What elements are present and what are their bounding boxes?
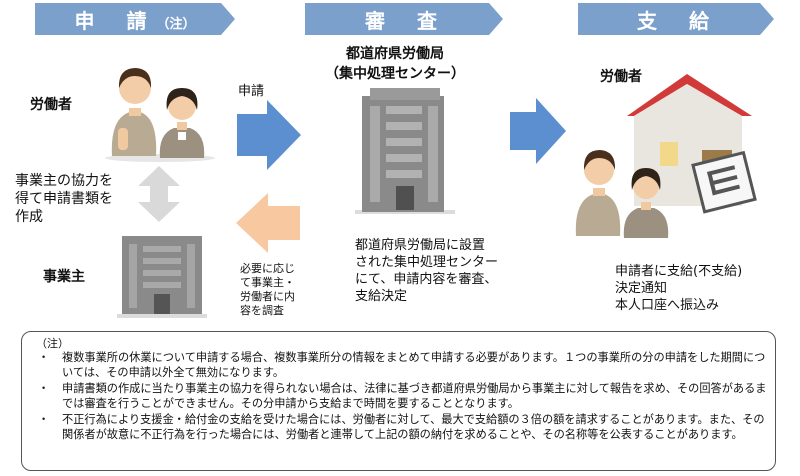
note-bullet: ・ (38, 382, 50, 395)
apply-arrow-label: 申請 (238, 84, 265, 99)
header-apply-ribbon (35, 3, 235, 35)
male-worker-figure (111, 68, 157, 156)
double-arrow-icon (138, 166, 180, 222)
notes-list: ・ 複数事業所の休業について申請する場合、複数事業所分の情報をまとめて申請する必… (32, 350, 767, 442)
header-review-label: 審 査 (365, 8, 443, 33)
header-review: 審 査 (305, 3, 503, 35)
payment-arrow-icon (510, 98, 566, 164)
left-worker-label: 労働者 (30, 97, 72, 113)
right-worker-label: 労働者 (600, 69, 642, 85)
office-building-icon (355, 88, 455, 214)
employer-label: 事業主 (43, 269, 85, 285)
note-item: ・ 複数事業所の休業について申請する場合、複数事業所分の情報をまとめて申請する必… (32, 350, 767, 380)
notice-document-icon (691, 150, 757, 214)
cooperation-text: 事業主の協力を 得て申請書類を 作成 (15, 173, 113, 225)
note-item: ・ 申請書類の作成に当たり事業主の協力を得られない場合は、法律に基づき都道府県労… (32, 381, 767, 411)
header-apply-label: 申 請 (74, 8, 153, 33)
office-description: 都道府県労働局に設置 された集中処理センター にて、申請内容を審査、 支給決定 (355, 238, 499, 304)
investigate-arrow-label: 必要に応じ て事業主・ 労働者に内 容を調査 (240, 262, 295, 317)
header-payment-ribbon (578, 3, 774, 35)
note-text: 複数事業所の休業について申請する場合、複数事業所分の情報をまとめて申請する必要が… (62, 351, 766, 379)
result-text: 申請者に支給(不支給) 決定通知 本人口座へ振込み (615, 264, 743, 313)
female-worker-figure (159, 88, 205, 158)
note-bullet: ・ (38, 413, 50, 426)
header-payment-label: 支 給 (637, 8, 715, 33)
note-text: 不正行為により支援金・給付金の支給を受けた場合には、労働者に対して、最大で支給額… (62, 413, 765, 441)
employer-building-icon (117, 236, 207, 318)
office-title: 都道府県労働局 （集中処理センター） (325, 46, 465, 82)
notes-box: （注） ・ 複数事業所の休業について申請する場合、複数事業所分の情報をまとめて申… (21, 331, 776, 471)
header-apply: 申 請 （注） (35, 3, 235, 35)
apply-arrow-icon (237, 100, 301, 170)
note-bullet: ・ (38, 351, 50, 364)
payment-female-worker-figure (623, 168, 669, 238)
header-payment: 支 給 (578, 3, 774, 35)
notes-title: （注） (36, 337, 69, 350)
header-review-ribbon (305, 3, 503, 35)
header-apply-note: （注） (156, 16, 196, 32)
note-text: 申請書類の作成に当たり事業主の協力を得られない場合は、法律に基づき都道府県労働局… (62, 382, 767, 410)
note-item: ・ 不正行為により支援金・給付金の支給を受けた場合には、労働者に対して、最大で支… (32, 412, 767, 442)
investigate-arrow-icon (236, 193, 300, 253)
payment-male-worker-figure (575, 150, 621, 236)
workers-illustration (105, 68, 215, 162)
payment-workers-illustration (575, 150, 669, 238)
